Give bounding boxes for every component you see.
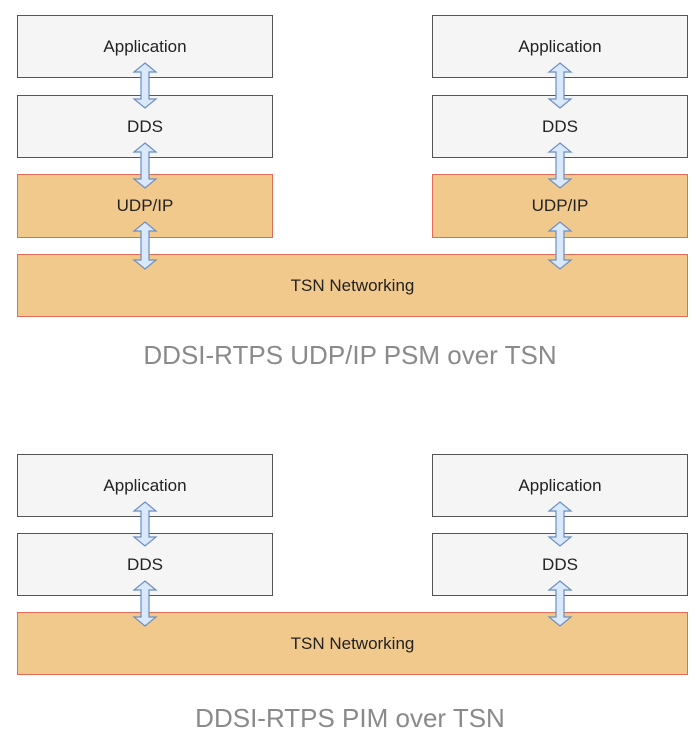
- layer-label: Application: [518, 475, 602, 495]
- bottom-right-dds-tsn-arrow: [547, 580, 573, 627]
- layer-label: Application: [518, 36, 602, 56]
- top-right-udp-tsn-arrow: [547, 221, 573, 270]
- top-left-dds-udp-arrow: [132, 142, 158, 189]
- layer-label: DDS: [127, 116, 163, 136]
- layer-label: DDS: [127, 554, 163, 574]
- bottom-right-app-dds-arrow: [547, 501, 573, 547]
- layer-label: Application: [103, 475, 187, 495]
- bottom-left-dds-tsn-arrow: [132, 580, 158, 627]
- top-right-app-dds-arrow: [547, 62, 573, 109]
- layer-label: UDP/IP: [116, 196, 174, 215]
- bottom-diagram-caption: DDSI-RTPS PIM over TSN: [195, 703, 505, 733]
- network-label: TSN Networking: [290, 633, 415, 653]
- top-diagram-caption: DDSI-RTPS UDP/IP PSM over TSN: [143, 340, 557, 370]
- layer-label: DDS: [542, 116, 578, 136]
- layer-label: DDS: [542, 554, 578, 574]
- top-left-udp-tsn-arrow: [132, 221, 158, 270]
- top-left-app-dds-arrow: [132, 62, 158, 109]
- layer-label: UDP/IP: [531, 196, 589, 215]
- top-tsn-networking-layer: TSN Networking: [17, 254, 688, 317]
- network-label: TSN Networking: [290, 275, 415, 295]
- bottom-tsn-networking-layer: TSN Networking: [17, 612, 688, 675]
- top-right-dds-udp-arrow: [547, 142, 573, 189]
- bottom-left-app-dds-arrow: [132, 501, 158, 547]
- layer-label: Application: [103, 36, 187, 56]
